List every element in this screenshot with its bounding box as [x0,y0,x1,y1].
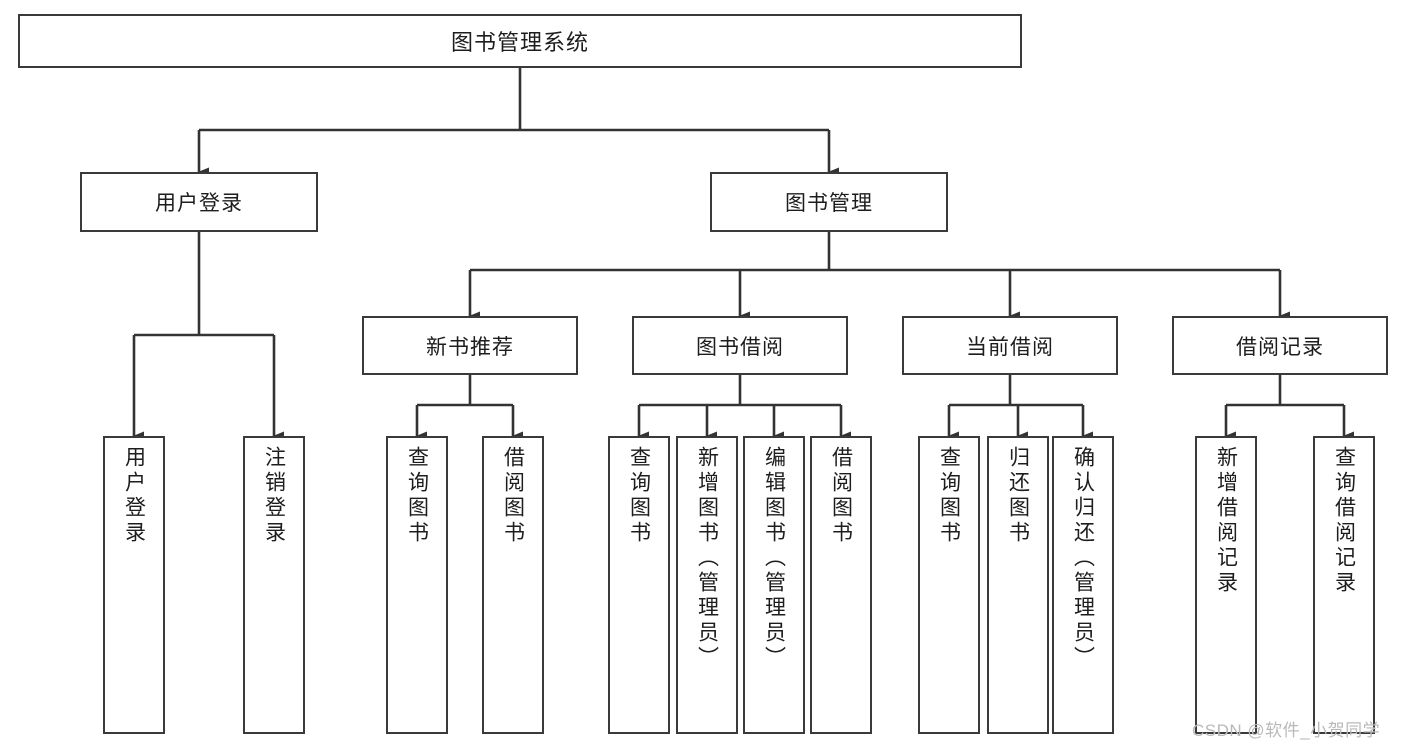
node-label: 确认归还（管理员） [1071,446,1095,671]
node-c_query[interactable]: 查询图书 [918,436,980,734]
node-c_return[interactable]: 归还图书 [987,436,1049,734]
node-label: 新增图书（管理员） [695,446,719,671]
node-label: 图书管理系统 [450,30,589,55]
node-b_edit[interactable]: 编辑图书（管理员） [743,436,805,734]
node-l_logout[interactable]: 注销登录 [243,436,305,734]
node-root[interactable]: 图书管理系统 [18,14,1022,68]
node-current[interactable]: 当前借阅 [902,316,1118,375]
node-label: 借阅图书 [829,446,853,546]
node-newbook[interactable]: 新书推荐 [362,316,578,375]
node-b_lend[interactable]: 借阅图书 [810,436,872,734]
node-b_query[interactable]: 查询图书 [608,436,670,734]
node-label: 新书推荐 [426,335,514,359]
node-r_add[interactable]: 新增借阅记录 [1195,436,1257,734]
node-label: 借阅记录 [1236,335,1324,359]
node-b_add[interactable]: 新增图书（管理员） [676,436,738,734]
node-n_query[interactable]: 查询图书 [386,436,448,734]
node-r_query[interactable]: 查询借阅记录 [1313,436,1375,734]
node-records[interactable]: 借阅记录 [1172,316,1388,375]
node-label: 借阅图书 [501,446,525,546]
node-label: 当前借阅 [966,335,1054,359]
node-label: 编辑图书（管理员） [762,446,786,671]
node-label: 查询图书 [405,446,429,546]
node-borrow[interactable]: 图书借阅 [632,316,848,375]
node-label: 注销登录 [262,446,286,546]
node-c_confirm[interactable]: 确认归还（管理员） [1052,436,1114,734]
node-label: 归还图书 [1006,446,1030,546]
node-label: 图书借阅 [696,335,784,359]
node-label: 用户登录 [122,446,146,546]
node-label: 用户登录 [155,192,243,215]
node-label: 查询借阅记录 [1332,446,1356,596]
node-n_borrow[interactable]: 借阅图书 [482,436,544,734]
csdn-watermark: CSDN @软件_小贺同学 [1192,721,1381,740]
node-label: 新增借阅记录 [1214,446,1238,596]
node-bookmgmt[interactable]: 图书管理 [710,172,948,232]
node-l_login[interactable]: 用户登录 [103,436,165,734]
node-label: 图书管理 [785,192,873,215]
node-login[interactable]: 用户登录 [80,172,318,232]
node-label: 查询图书 [937,446,961,546]
node-label: 查询图书 [627,446,651,546]
